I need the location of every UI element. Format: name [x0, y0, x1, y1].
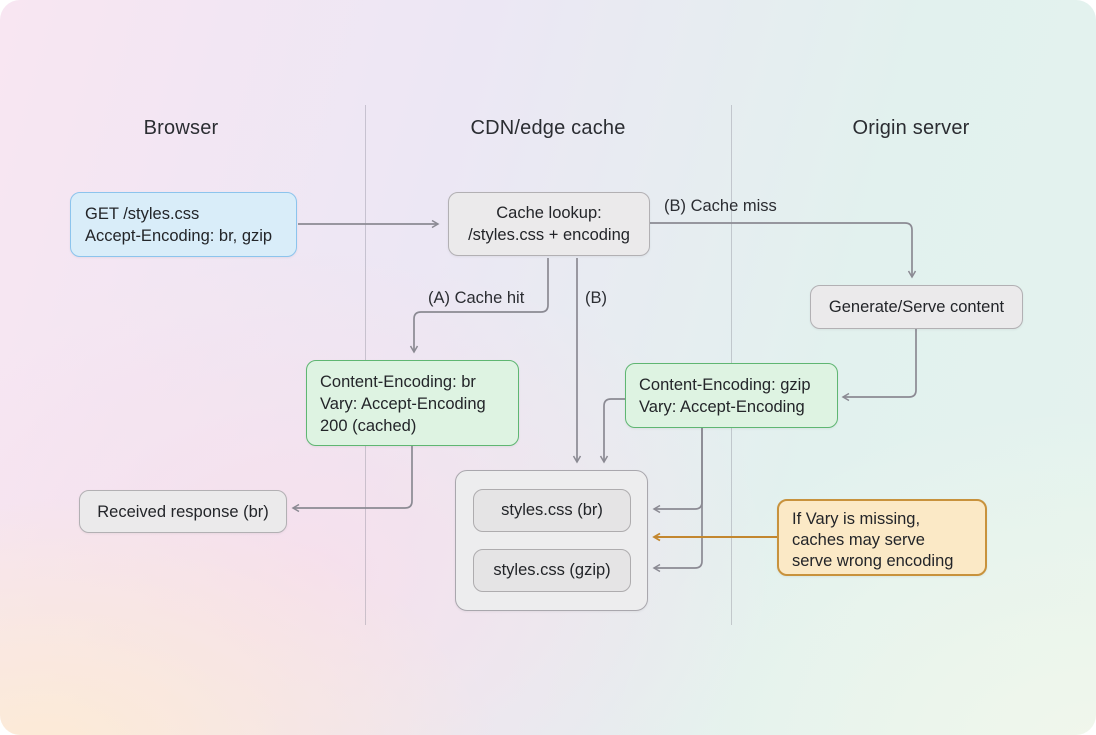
node-cache-lookup: Cache lookup: /styles.css + encoding [448, 192, 650, 256]
generate-serve-label: Generate/Serve content [828, 298, 1005, 316]
edge-label-cache-hit: (A) Cache hit [428, 289, 525, 307]
response-gzip-line-2: Vary: Accept-Encoding [639, 398, 805, 416]
edge-label-b: (B) [585, 289, 607, 307]
cache-lookup-line-1: Cache lookup: [496, 204, 602, 222]
edge-generate-to-response-gzip [841, 329, 917, 402]
node-browser-request: GET /styles.css Accept-Encoding: br, gzi… [70, 192, 297, 257]
column-header-browser: Browser [143, 117, 219, 139]
node-response-gzip: Content-Encoding: gzip Vary: Accept-Enco… [625, 363, 838, 428]
response-br-line-1: Content-Encoding: br [320, 373, 476, 391]
response-br-line-2: Vary: Accept-Encoding [320, 395, 486, 413]
request-line-1: GET /styles.css [85, 205, 200, 223]
edge-cache-miss-to-generate [650, 222, 917, 279]
column-header-cdn: CDN/edge cache [470, 117, 626, 139]
cache-lookup-line-2: /styles.css + encoding [468, 226, 630, 244]
vary-warning-line-1: If Vary is missing, [792, 510, 921, 528]
response-gzip-line-1: Content-Encoding: gzip [639, 376, 811, 394]
node-vary-warning: If Vary is missing, caches may serve ser… [777, 499, 987, 576]
vary-warning-line-2: caches may serve [792, 531, 925, 549]
node-received-response: Received response (br) [79, 490, 287, 533]
cache-store-item-gzip: styles.css (gzip) [473, 549, 631, 592]
received-response-label: Received response (br) [97, 502, 269, 521]
edge-label-cache-miss: (B) Cache miss [664, 197, 777, 215]
request-line-2: Accept-Encoding: br, gzip [85, 227, 273, 245]
edge-response-br-to-received [291, 446, 413, 513]
response-br-line-3: 200 (cached) [320, 417, 417, 435]
cache-store-item-br: styles.css (br) [473, 489, 631, 532]
edge-response-gzip-to-item-br [652, 428, 703, 514]
node-generate-serve: Generate/Serve content [810, 285, 1023, 329]
edge-response-gzip-to-store-top [599, 398, 625, 464]
column-header-origin: Origin server [852, 117, 970, 139]
node-response-br: Content-Encoding: br Vary: Accept-Encodi… [306, 360, 519, 446]
vary-warning-line-3: serve wrong encoding [792, 552, 954, 570]
edge-response-gzip-to-item-gzip [652, 428, 703, 573]
node-cache-store: styles.css (br) styles.css (gzip) [455, 470, 648, 611]
